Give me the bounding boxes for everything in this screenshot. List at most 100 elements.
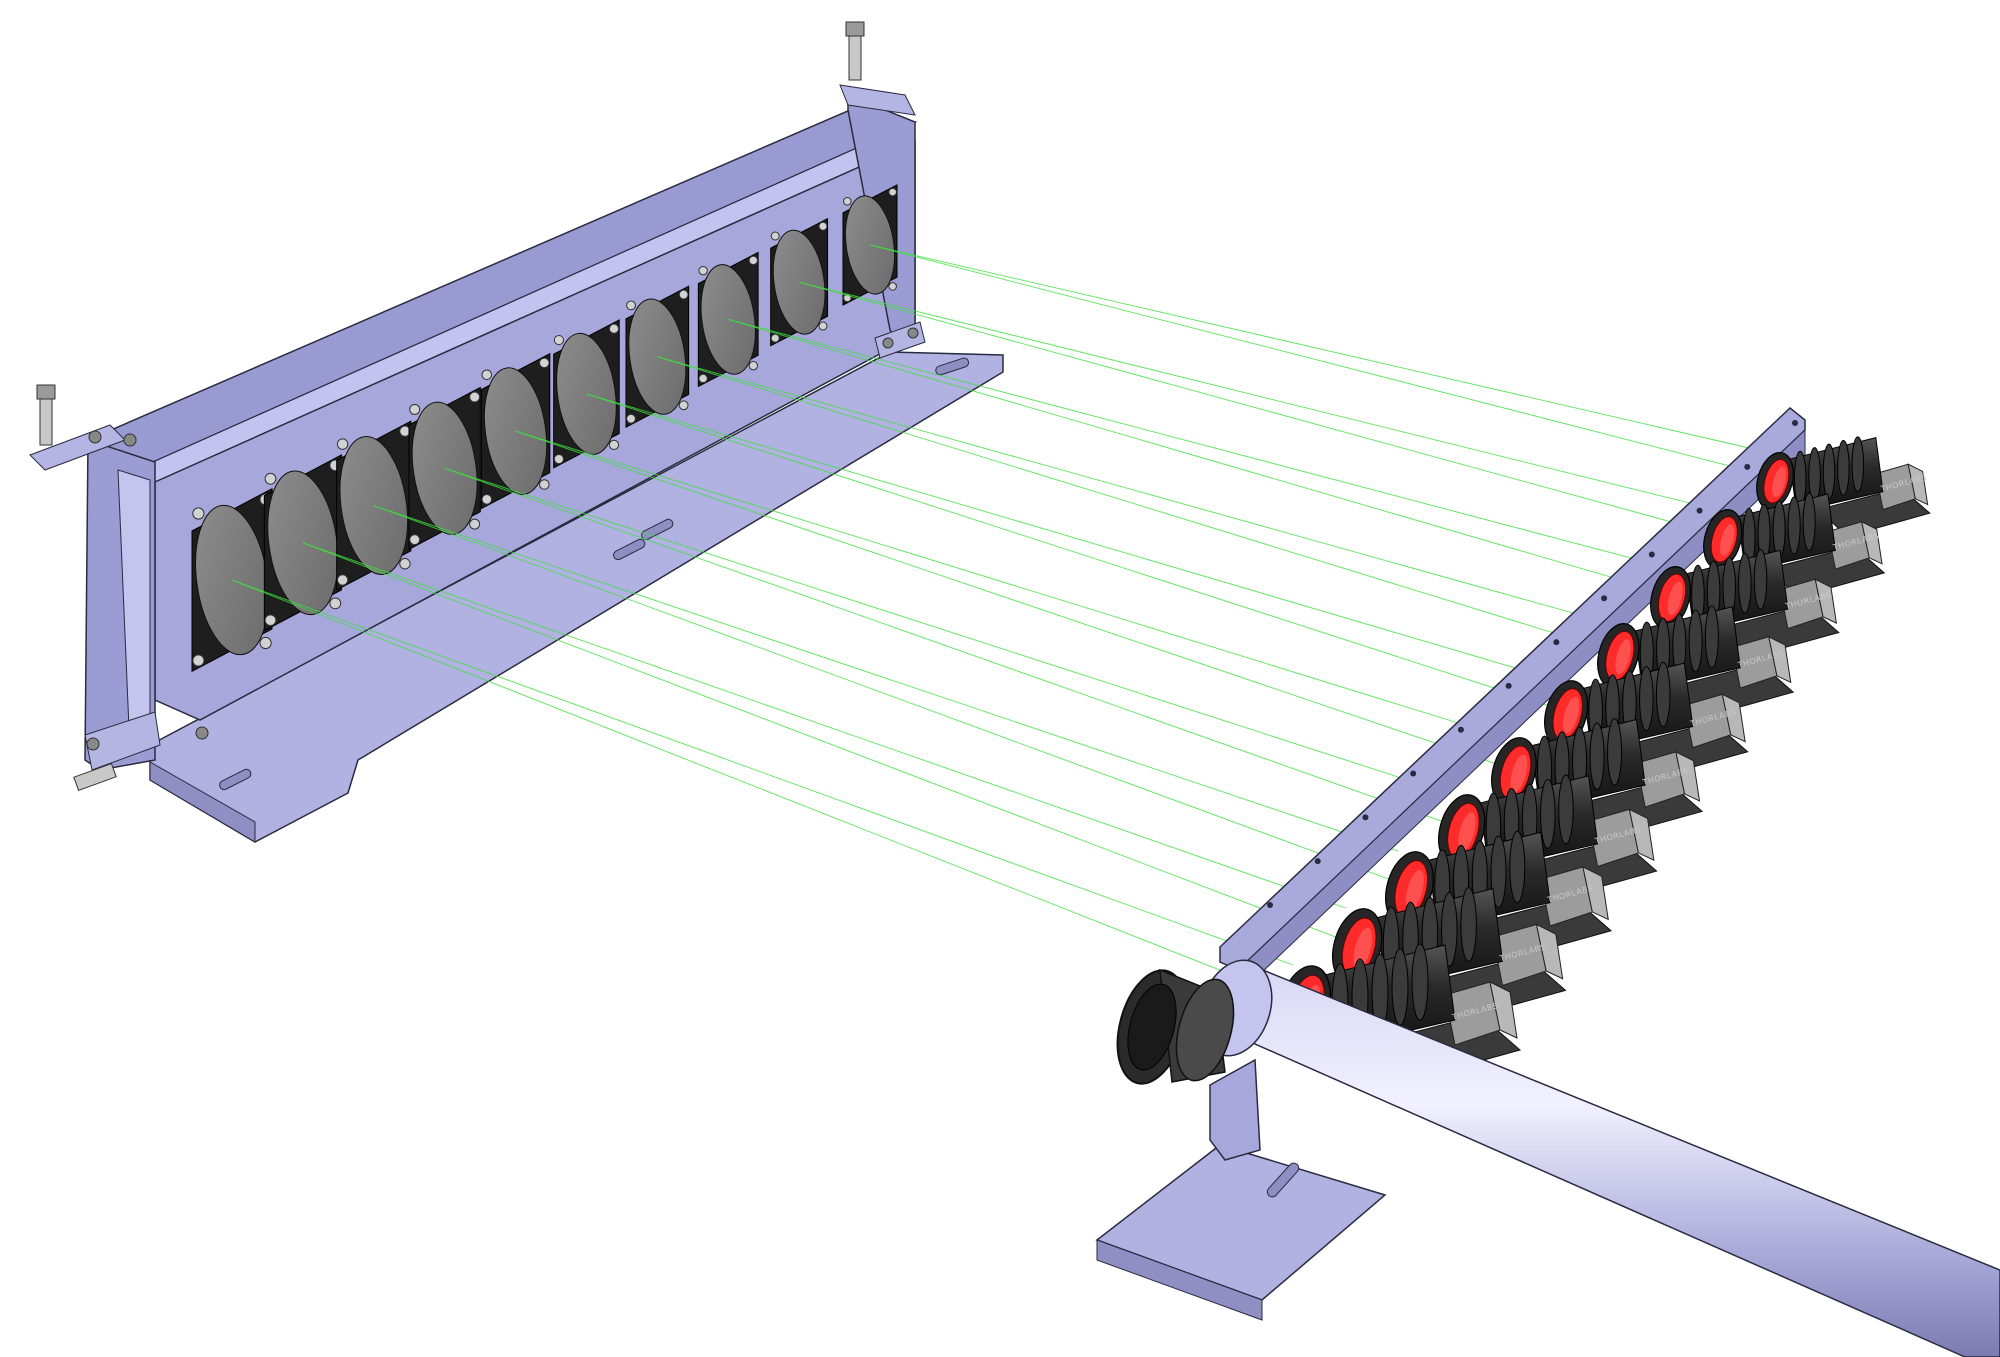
base-slot xyxy=(1266,1162,1300,1198)
tube-support-post xyxy=(1209,1058,1261,1161)
laser-beam xyxy=(728,319,1654,590)
mount-screw xyxy=(678,289,689,300)
lens-rib xyxy=(1738,552,1752,614)
mount-screw xyxy=(192,654,205,667)
plate-hole xyxy=(1648,551,1655,558)
mount-screw xyxy=(748,360,759,371)
mount-screw xyxy=(678,400,689,411)
mount-screw xyxy=(626,413,636,424)
camera-body-side xyxy=(1768,635,1792,684)
mount-screw xyxy=(698,265,708,276)
mount-screw xyxy=(469,391,481,403)
mirror-cell xyxy=(697,251,759,388)
laser-beams xyxy=(231,244,1767,996)
lens-rib xyxy=(1822,443,1836,500)
base-slot xyxy=(613,538,646,561)
camera-unit: THORLABS xyxy=(1756,436,1931,537)
red-lens-highlight xyxy=(1458,812,1476,852)
laser-beam xyxy=(586,393,1548,706)
mount-screw xyxy=(409,534,421,546)
lens-rib xyxy=(1802,492,1816,551)
lens-rib xyxy=(1688,609,1703,673)
laser-beam xyxy=(515,430,1495,764)
plate-hole xyxy=(1696,507,1703,514)
mount-screw xyxy=(608,323,620,334)
mount-screw xyxy=(770,231,780,241)
plate-hole xyxy=(1553,639,1560,646)
laser-beam xyxy=(657,356,1601,648)
mount-screw xyxy=(192,507,205,520)
laser-beam xyxy=(302,542,1346,909)
laser-beam xyxy=(657,356,1609,624)
lens-rib xyxy=(1704,605,1719,669)
mount-screw xyxy=(698,373,708,384)
mount-screw xyxy=(469,518,481,530)
lens-rib xyxy=(1753,549,1768,610)
mount-screw xyxy=(843,197,852,206)
laser-beam xyxy=(231,579,1284,996)
lens-rib xyxy=(1837,439,1850,496)
camera-body-side xyxy=(1582,866,1609,921)
lens-rib xyxy=(1490,835,1507,908)
lens-rib xyxy=(1509,830,1526,904)
laser-beam xyxy=(586,393,1557,681)
red-lens-highlight xyxy=(1667,581,1683,616)
plate-hole xyxy=(1601,595,1608,602)
red-lens-highlight xyxy=(1562,697,1580,734)
mount-screw xyxy=(748,255,759,266)
lens-rib xyxy=(1589,722,1605,791)
mount-screw xyxy=(409,403,421,415)
mount-screw xyxy=(399,558,411,570)
red-lens-highlight xyxy=(1353,927,1373,969)
lens-rib xyxy=(1460,887,1477,962)
camera-body-side xyxy=(1721,693,1746,743)
lens-rib xyxy=(1558,774,1574,845)
laser-beam xyxy=(515,430,1504,738)
tube-support-base-edge xyxy=(1096,1239,1263,1321)
laser-beam xyxy=(231,579,1294,966)
adjustment-post-left-top xyxy=(29,384,137,471)
mount-screw xyxy=(888,187,897,197)
laser-beam xyxy=(444,467,1442,822)
laser-beam xyxy=(869,244,1767,453)
camera-body-side xyxy=(1675,750,1701,802)
tube-end-camera xyxy=(1116,968,1235,1085)
plate-hole xyxy=(1314,858,1321,865)
mount-screw xyxy=(264,614,277,627)
mount-screw xyxy=(329,597,342,610)
camera-body-side xyxy=(1814,578,1838,624)
lens-rib xyxy=(1655,661,1671,727)
camera-body-side xyxy=(1489,981,1518,1039)
mount-screw xyxy=(259,636,272,650)
mount-screw xyxy=(539,479,550,490)
plate-hole xyxy=(1505,682,1512,689)
mount-screw xyxy=(553,334,565,346)
plate-hole xyxy=(1744,463,1751,470)
laser-beam xyxy=(728,319,1662,567)
mount-screw xyxy=(539,357,550,369)
laser-beam xyxy=(373,505,1389,880)
mirror-array-assembly xyxy=(29,21,1004,843)
laser-beam xyxy=(302,542,1337,938)
lens-rib xyxy=(1411,943,1429,1021)
plate-hole xyxy=(1792,420,1798,426)
base-slot xyxy=(219,768,252,791)
red-lens-highlight xyxy=(1405,869,1424,910)
red-lens-highlight xyxy=(1772,466,1787,498)
plate-hole xyxy=(1457,726,1464,733)
lens-rib xyxy=(1540,778,1556,849)
reference-tube xyxy=(1199,959,2000,1357)
camera-body-side xyxy=(1535,923,1564,980)
mount-screw xyxy=(888,282,897,291)
plate-hole xyxy=(1267,902,1273,908)
mount-screw xyxy=(264,472,277,485)
plate-hole xyxy=(1410,770,1417,777)
mount-screw xyxy=(818,321,828,331)
laser-beam xyxy=(799,281,1714,510)
lens-rib xyxy=(1639,665,1654,732)
red-lens-highlight xyxy=(1615,639,1631,675)
lens-rib xyxy=(1851,436,1865,493)
mount-screw xyxy=(481,494,493,505)
camera-array-assembly: THORLABSTHORLABSTHORLABSTHORLABSTHORLABS… xyxy=(1095,407,2000,1357)
camera-body-side xyxy=(1628,808,1655,862)
